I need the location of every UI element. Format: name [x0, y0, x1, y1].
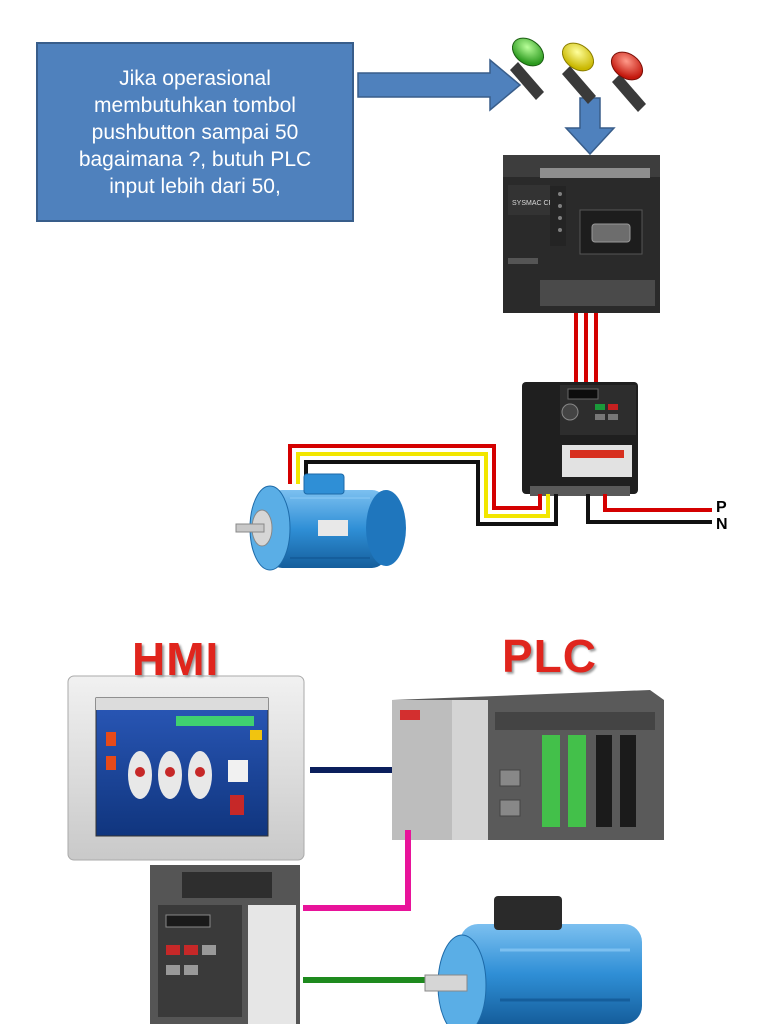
plc-title: PLC	[502, 630, 597, 682]
callout-line: Jika operasional	[119, 66, 271, 90]
callout-box: Jika operasional membutuhkan tombol push…	[36, 42, 354, 222]
plc-inverter-link	[303, 830, 411, 911]
callout-text: Jika operasional membutuhkan tombol push…	[79, 65, 311, 200]
hmi-panel	[67, 675, 305, 861]
callout-line: pushbutton sampai 50	[91, 120, 299, 144]
callout-line: input lebih dari 50,	[109, 174, 281, 198]
yellow-pushbutton	[561, 42, 596, 104]
plc-cp1e: SYSMAC CP1E	[503, 155, 660, 313]
plc-rack	[392, 690, 664, 840]
callout-line: bagaimana ?, butuh PLC	[78, 147, 312, 171]
terminal-p-label: P	[716, 499, 727, 516]
motor-wires-top	[288, 444, 558, 526]
callout-line: membutuhkan tombol	[94, 93, 296, 117]
red-pushbutton	[610, 51, 646, 112]
plc-inverter-wires	[574, 313, 598, 382]
power-supply-wires	[586, 494, 712, 524]
motor-top	[235, 473, 406, 571]
inverter-top	[522, 382, 638, 496]
arrow-down	[564, 97, 616, 156]
motor-bottom	[424, 896, 642, 1024]
inverter-bottom	[150, 865, 300, 1024]
plc-model-label: SYSMAC CP1E	[512, 200, 562, 207]
green-pushbutton	[510, 37, 545, 100]
hmi-title: HMI	[132, 633, 219, 685]
terminal-n-label: N	[716, 516, 728, 533]
arrow-right	[357, 58, 522, 112]
